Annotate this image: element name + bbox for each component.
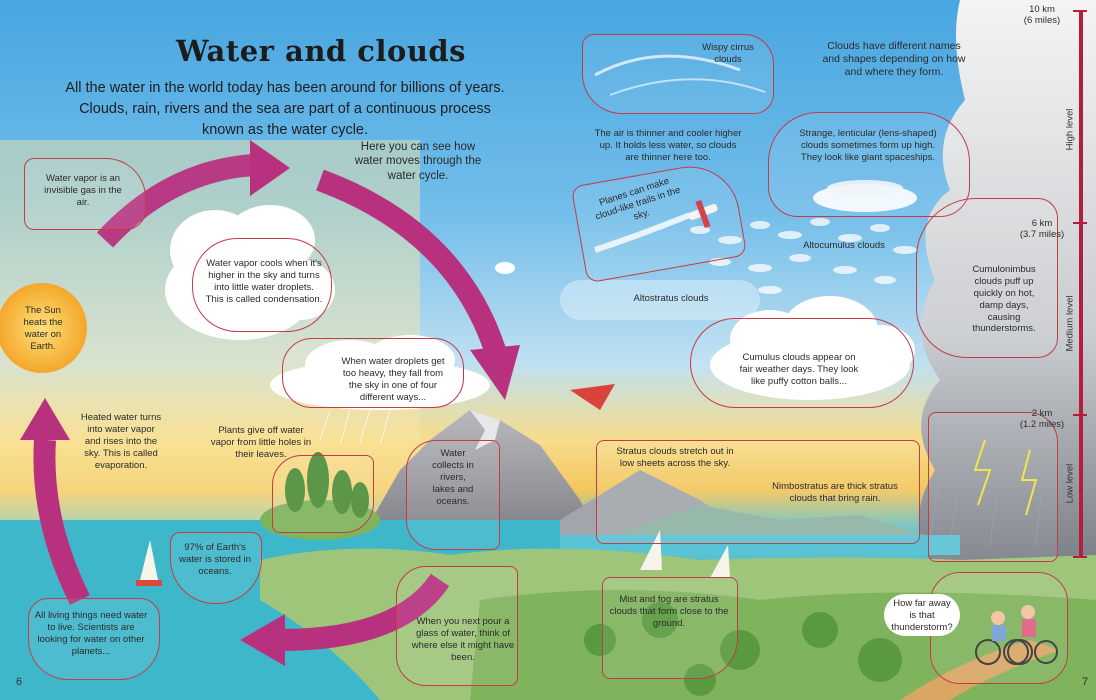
caption-frame-lenticular	[768, 112, 970, 217]
caption-frame-stratus	[596, 440, 920, 544]
caption-living: All living things need water to live. Sc…	[34, 610, 148, 657]
caption-frame-glass	[396, 566, 518, 686]
caption-frame-cumulonimbus	[916, 198, 1058, 358]
speech-bubble	[884, 594, 960, 636]
scale-label-1-2mi: (1.2 miles)	[1019, 419, 1065, 430]
scale-label-6mi: (6 miles)	[1023, 15, 1061, 26]
caption-frame-condensation	[192, 238, 332, 332]
caption-frame-mist	[602, 577, 738, 679]
caption-cirrus: Wispy cirrus clouds	[702, 42, 754, 65]
speech-bubble-text: How far away is that thunderstorm?	[891, 598, 953, 633]
caption-frame-storm	[928, 412, 1058, 562]
scale-label-6km: 6 km	[1031, 218, 1053, 229]
scale-high-level: High level	[1064, 108, 1076, 151]
caption-thinner: The air is thinner and cooler higher up.…	[594, 128, 742, 163]
caption-plants: Plants give off water vapor from little …	[210, 425, 312, 460]
scale-tick-ground	[1073, 556, 1087, 558]
caption-stratus: Stratus clouds stretch out in low sheets…	[616, 446, 734, 469]
caption-sun: The Sun heats the water on Earth.	[23, 305, 63, 352]
caption-frame-living	[28, 598, 160, 680]
cyclists-illustration	[975, 605, 1058, 665]
caption-droplets: When water droplets get too heavy, they …	[341, 356, 445, 403]
page-number-right: 7	[1082, 676, 1089, 688]
scale-label-2km: 2 km	[1031, 408, 1053, 419]
caption-cumulus: Cumulus clouds appear on fair weather da…	[739, 352, 859, 387]
caption-frame-plants	[272, 455, 374, 533]
caption-altostratus: Altostratus clouds	[633, 293, 709, 304]
caption-water-collects: Water collects in rivers, lakes and ocea…	[432, 448, 474, 507]
caption-frame-oceans	[170, 532, 262, 604]
caption-nimbostratus: Nimbostratus are thick stratus clouds th…	[772, 481, 898, 504]
scale-tick-10km	[1073, 10, 1087, 12]
caption-names: Clouds have different names and shapes d…	[822, 40, 966, 79]
caption-altocumulus: Altocumulus clouds	[803, 240, 885, 251]
altitude-scale-bar	[1079, 10, 1083, 558]
scale-label-3-7mi: (3.7 miles)	[1019, 229, 1065, 240]
scale-tick-6km	[1073, 222, 1087, 224]
caption-glass: When you next pour a glass of water, thi…	[411, 616, 515, 663]
caption-oceans: 97% of Earth's water is stored in oceans…	[179, 542, 251, 577]
caption-cumulonimbus: Cumulonimbus clouds puff up quickly on h…	[972, 264, 1036, 335]
scale-low-level: Low level	[1064, 463, 1076, 504]
caption-frame-droplets	[282, 338, 464, 408]
caption-lenticular: Strange, lenticular (lens-shaped) clouds…	[799, 128, 937, 163]
scale-label-10km: 10 km	[1029, 4, 1055, 15]
scale-medium-level: Medium level	[1064, 295, 1076, 352]
caption-frame-cirrus	[582, 34, 774, 114]
caption-frame-cumulus	[690, 318, 914, 408]
intro-cycle-text: Here you can see how water moves through…	[354, 141, 482, 182]
scale-tick-2km	[1073, 414, 1087, 416]
intro-paragraph: All the water in the world today has bee…	[65, 80, 505, 139]
caption-frame-water-collects	[406, 440, 500, 550]
page-title: Water and clouds	[176, 34, 467, 68]
caption-frame-water-vapor	[24, 158, 146, 230]
page-number-left: 6	[16, 676, 23, 688]
caption-evaporation: Heated water turns into water vapor and …	[80, 412, 162, 471]
caption-mist: Mist and fog are stratus clouds that for…	[609, 594, 729, 629]
caption-water-vapor: Water vapor is an invisible gas in the a…	[44, 173, 122, 208]
caption-condensation: Water vapor cools when it's higher in th…	[205, 258, 323, 305]
